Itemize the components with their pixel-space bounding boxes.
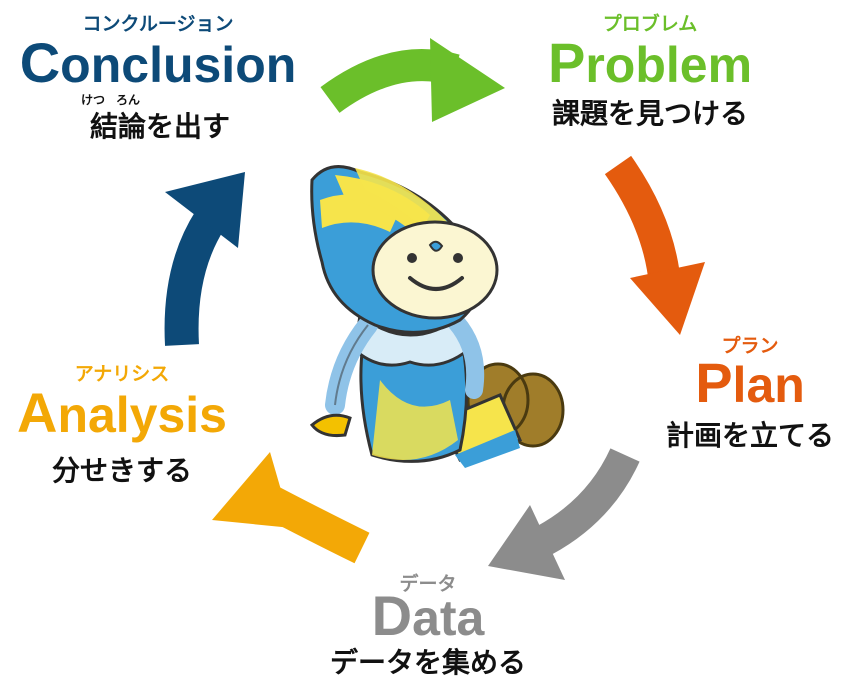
conclusion-furigana-a: けつ (81, 93, 105, 107)
arrow-plan-to-data (488, 448, 640, 580)
conclusion-title-rest: onclusion (60, 37, 296, 93)
stage-plan: プラン Plan 計画を立てる (666, 334, 834, 452)
plan-sub: 計画を立てる (666, 419, 834, 452)
problem-sub: 課題を見つける (552, 97, 748, 130)
arrow-problem-to-plan (604, 155, 705, 335)
arrow-conclusion-to-problem (320, 38, 505, 122)
plan-kana: プラン (721, 334, 778, 357)
conclusion-furigana-b: ろん (116, 93, 140, 107)
stage-data: データ Data データを集める (330, 572, 526, 679)
arrow-analysis-to-conclusion (164, 172, 245, 346)
plan-title-first: P (695, 351, 732, 414)
plan-title: Plan (695, 351, 805, 414)
plan-title-rest: lan (733, 357, 805, 413)
conclusion-title: Conclusion (20, 31, 297, 94)
analysis-title: Analysis (17, 381, 227, 444)
stage-problem: プロブレム Problem 課題を見つける (545, 12, 755, 130)
problem-title-rest: roblem (585, 37, 752, 93)
analysis-kana: アナリシス (75, 363, 170, 385)
data-title-rest: ata (412, 590, 485, 646)
problem-title: Problem (548, 31, 752, 94)
analysis-title-first: A (17, 381, 57, 444)
analysis-title-rest: nalysis (57, 387, 227, 443)
stage-conclusion: コンクルージョン Conclusion けつ ろん 結論を出す (17, 13, 300, 143)
conclusion-kana: コンクルージョン (82, 13, 233, 35)
problem-kana: プロブレム (603, 12, 698, 35)
data-kana: データ (399, 572, 456, 595)
arrow-data-to-analysis (212, 452, 370, 564)
conclusion-sub: 結論を出す (90, 110, 230, 143)
data-sub: データを集める (330, 646, 526, 679)
stage-analysis: アナリシス Analysis 分せきする (14, 363, 230, 487)
analysis-sub: 分せきする (52, 454, 192, 487)
conclusion-title-first: C (20, 31, 60, 94)
mascot-character-icon (309, 165, 565, 468)
problem-title-first: P (548, 31, 585, 94)
data-title: Data (372, 584, 486, 647)
data-title-first: D (372, 584, 412, 647)
